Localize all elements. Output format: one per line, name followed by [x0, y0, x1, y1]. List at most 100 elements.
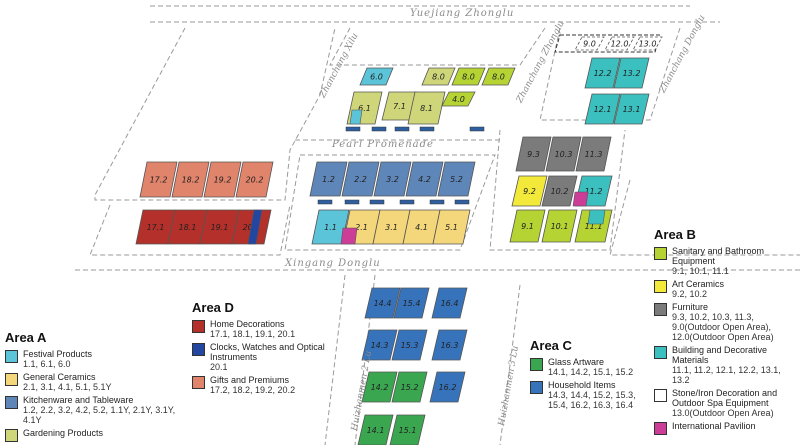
booth-shape	[541, 175, 578, 207]
booth-label: 15.4	[403, 299, 421, 308]
booth-label: 12.0	[611, 40, 629, 49]
hall-booth: 14.1	[357, 414, 394, 445]
booth-shape	[632, 36, 663, 51]
booth-label: 19.2	[214, 176, 232, 185]
booth-shape	[431, 329, 468, 361]
small-marker	[371, 126, 387, 132]
booth-label: 5.1	[445, 223, 458, 232]
hall-booth: 8.0	[421, 67, 456, 86]
booth-label: 11.2	[585, 187, 603, 196]
booth-shape	[431, 287, 468, 319]
booth-label: 14.2	[371, 383, 389, 392]
booth-shape	[364, 287, 401, 319]
booth-shape	[359, 67, 394, 86]
legend-item-name: Art Ceramics	[672, 279, 725, 289]
booth-shape	[389, 414, 426, 445]
booth-shape	[361, 371, 398, 403]
legend-item-name: Gardening Products	[23, 428, 104, 438]
hall-booth: 14.4	[364, 287, 401, 319]
booth-label: 6.0	[370, 73, 383, 82]
hall-booth: 2.2	[341, 161, 380, 197]
booth-shape	[341, 161, 380, 197]
booth-label: 11.1	[585, 222, 603, 231]
booth-shape	[421, 67, 456, 86]
booth-shape	[429, 371, 466, 403]
hall-booth: 9.1	[509, 209, 546, 243]
legend-item-halls: 1.2, 2.2, 3.2, 4.2, 5.2, 1.1Y, 2.1Y, 3.1…	[23, 405, 176, 425]
legend-swatch	[192, 320, 205, 333]
legend-item-name: Sanitary and Bathroom Equipment	[672, 246, 765, 266]
booth-label: 13.0	[639, 40, 657, 49]
booth-accent	[572, 191, 589, 207]
booth-label: 11.3	[585, 150, 603, 159]
legend-item-halls: 17.2, 18.2, 19.2, 20.2	[210, 385, 296, 395]
booth-label: 10.2	[551, 187, 569, 196]
hall-booth: 16.4	[431, 287, 468, 319]
legend-item-name: Glass Artware	[548, 357, 605, 367]
legend-item-halls: 17.1, 18.1, 19.1, 20.1	[210, 329, 296, 339]
legend-item-name: Building and Decorative Materials	[672, 345, 768, 365]
booth-shape	[584, 93, 621, 125]
booth-label: 1.1	[324, 223, 337, 232]
booth-shape	[393, 287, 430, 319]
legend-item-name: International Pavilion	[672, 421, 756, 431]
booth-label: 14.4	[374, 299, 392, 308]
booth-label: 16.2	[439, 383, 457, 392]
booth-shape	[575, 136, 612, 172]
hall-booth: 12.0	[604, 36, 635, 51]
street-pearl-promenade: Pearl Promenade	[332, 139, 434, 150]
legend-item-name: Clocks, Watches and Optical Instruments	[210, 342, 325, 362]
hall-booth: 10.3	[545, 136, 582, 172]
legend-swatch	[654, 346, 667, 359]
booth-label: 9.2	[523, 187, 536, 196]
hall-booth: 9.2	[511, 175, 548, 207]
booth-label: 15.2	[401, 383, 419, 392]
legend-item-halls: 9.1, 10.1, 11.1	[672, 266, 729, 276]
booth-shape	[391, 329, 428, 361]
booth-shape	[437, 161, 476, 197]
booth-label: 8.1	[420, 104, 433, 113]
legend-swatch	[192, 376, 205, 389]
legend-swatch	[654, 422, 667, 435]
legend-item: Gardening Products	[5, 428, 190, 442]
booth-label: 3.1	[385, 223, 398, 232]
booth-shape	[441, 91, 476, 107]
hall-booth: 4.0	[441, 91, 476, 107]
booth-label: 4.1	[415, 223, 428, 232]
booth-label: 8.0	[492, 73, 505, 82]
booth-label: 4.0	[452, 95, 465, 104]
legend-swatch	[654, 389, 667, 402]
hall-booth: 12.1	[584, 93, 621, 125]
booth-shape	[171, 161, 210, 198]
booth-label: 15.1	[399, 426, 417, 435]
booth-label: 18.2	[182, 176, 200, 185]
hall-booth: 5.2	[437, 161, 476, 197]
booth-shape	[481, 67, 516, 86]
booth-label: 4.2	[418, 175, 431, 184]
booth-shape	[405, 161, 444, 197]
booth-label: 14.3	[371, 341, 389, 350]
booth-label: 1.2	[322, 175, 335, 184]
booth-shape	[545, 136, 582, 172]
hall-booth: 4.2	[405, 161, 444, 197]
hall-booth: 14.2	[361, 371, 398, 403]
booth-label: 12.1	[594, 105, 612, 114]
booth-label: 10.1	[551, 222, 569, 231]
hall-booth: 15.4	[393, 287, 430, 319]
street-yuejiang: Yuejiang Zhonglu	[410, 8, 515, 19]
legend-swatch	[530, 358, 543, 371]
booth-label: 18.1	[179, 223, 197, 232]
legend-area-c-title: Area C	[530, 338, 572, 353]
legend-item-name: Stone/Iron Decoration and Outdoor Spa Eq…	[672, 388, 778, 408]
small-marker	[399, 199, 415, 205]
booth-shape	[432, 209, 471, 245]
legend-item: International Pavilion	[654, 421, 799, 435]
booth-shape	[373, 161, 412, 197]
